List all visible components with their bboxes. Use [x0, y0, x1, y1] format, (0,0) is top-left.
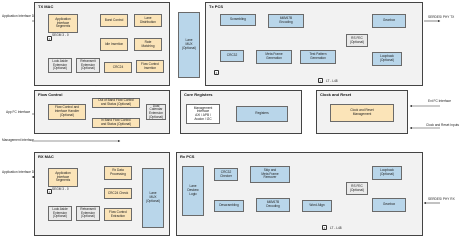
rx-lane-icon: ≡	[47, 189, 52, 194]
tx-crc32: CRC32	[220, 50, 244, 62]
rx-decoding: 64B/67B Decoding	[256, 198, 290, 212]
mgmt-interface: Management Interface AXI / APB / Avalon …	[186, 104, 220, 124]
rx-pcs-panel: Rx PCS	[176, 152, 423, 236]
tx-mac-title: TX MAC	[38, 4, 54, 9]
rx-data-processing: Rx Data Processing	[104, 166, 132, 180]
rx-flow-extraction: Flow Control Extraction	[104, 208, 132, 221]
ext-fc-label: Ext FC Interface	[428, 99, 452, 103]
rx-retransmit-ext: Retransmit Extension (Optional)	[76, 206, 100, 221]
fc-interface-handler: Flow Control and Interface Handler (Opti…	[48, 104, 86, 120]
rx-lane-tag: LT - L48	[330, 226, 342, 230]
tx-loopback: Loopback (Optional)	[372, 52, 402, 66]
app-fc-label: App FC Interface	[6, 110, 31, 114]
tx-meta-frame: Meta Frame Generation	[256, 50, 292, 64]
serdes-rx-label: SERDES/ PHY RX	[428, 197, 455, 201]
tx-rs-fec: RS FEC (Optional)	[346, 34, 368, 47]
tx-pcs-title: Tx PCS	[209, 4, 224, 9]
tx-app-segments: Application Interface Segments	[48, 14, 78, 33]
clock-reset-label: Clock and Reset Inputs	[426, 123, 459, 127]
tx-lane-mux: Lane MUX (Optional)	[178, 12, 200, 78]
tx-test-pattern: Test Pattern Generation	[300, 50, 336, 64]
rx-app-segments: Application Interface Segments	[48, 168, 78, 187]
flow-control-title: Flow Control	[38, 92, 63, 97]
clock-reset-mgmt: Clock and Reset Management	[330, 104, 394, 122]
rx-lane-deskew: Lane Deskew Logic	[182, 166, 204, 216]
tx-flow-insertion: Flow Control Insertion	[136, 60, 164, 73]
fc-in-band: In Band Flow Control and Status (Optiona…	[92, 118, 140, 128]
rx-lane-mux: Lane MUX (Optional)	[142, 168, 164, 228]
fc-dual-calendar: Dual Calendar Extension (Optional)	[146, 104, 166, 120]
tx-pcs-lane-tag-icon: ≡	[318, 78, 323, 83]
clock-reset-title: Clock and Reset	[320, 92, 352, 97]
tx-look-aside-ext: Look Aside Extension (Optional)	[48, 58, 72, 73]
rx-crc24-check: CRC24 Check	[104, 188, 132, 199]
tx-lane-distribution: Lane Distribution	[134, 14, 162, 27]
rx-look-aside-ext: Look Aside Extension (Optional)	[48, 206, 72, 221]
tx-scrambling: Scrambling	[220, 14, 256, 26]
rx-seg-tag: SEGM 3 - 0	[52, 187, 69, 191]
rx-word-align: Word Align	[302, 200, 332, 212]
rx-loopback: Loopback (Optional)	[372, 166, 402, 180]
tx-retransmit-ext: Retransmit Extension (Optional)	[76, 58, 100, 73]
tx-lane-icon: ≡	[47, 36, 52, 41]
rx-gearbox: Gearbox	[372, 198, 406, 212]
app-tx-label: Application Interface Data	[2, 14, 39, 18]
rx-crc32-checker: CRC32 Checker	[214, 168, 238, 181]
rx-rs-fec: RS FEC (Optional)	[346, 182, 368, 195]
registers-block: Registers	[236, 106, 288, 122]
rx-descrambling: Descrambling	[214, 200, 244, 212]
app-rx-label: Application Interface Data	[2, 170, 39, 174]
rx-skip-meta-remover: Skip and Meta Frame Remover	[250, 166, 290, 183]
mgmt-label: Management Interface	[2, 138, 34, 142]
tx-gearbox: Gearbox	[372, 14, 406, 28]
tx-idle-insertion: Idle Insertion	[100, 38, 128, 51]
rx-pcs-title: Rx PCS	[180, 154, 195, 159]
tx-rate-matching: Rate Matching	[134, 38, 162, 51]
serdes-tx-label: SERDES/ PHY TX	[428, 15, 455, 19]
tx-crc24: CRC24	[104, 62, 132, 73]
tx-lane-tag: LT - L48	[326, 79, 338, 83]
rx-mac-title: RX MAC	[38, 154, 54, 159]
tx-seg-tag: SEGM 3 - 0	[52, 33, 69, 37]
core-registers-title: Core Registers	[184, 92, 213, 97]
tx-encoding: 64B/67B Encoding	[268, 14, 304, 28]
fc-out-of-band: Out of Band Flow Control and Status (Opt…	[92, 98, 140, 108]
rx-pcs-lane-tag-icon: ≡	[322, 225, 327, 230]
tx-pcs-lane-icon: ≡	[214, 70, 219, 75]
tx-burst-control: Burst Control	[100, 14, 128, 27]
